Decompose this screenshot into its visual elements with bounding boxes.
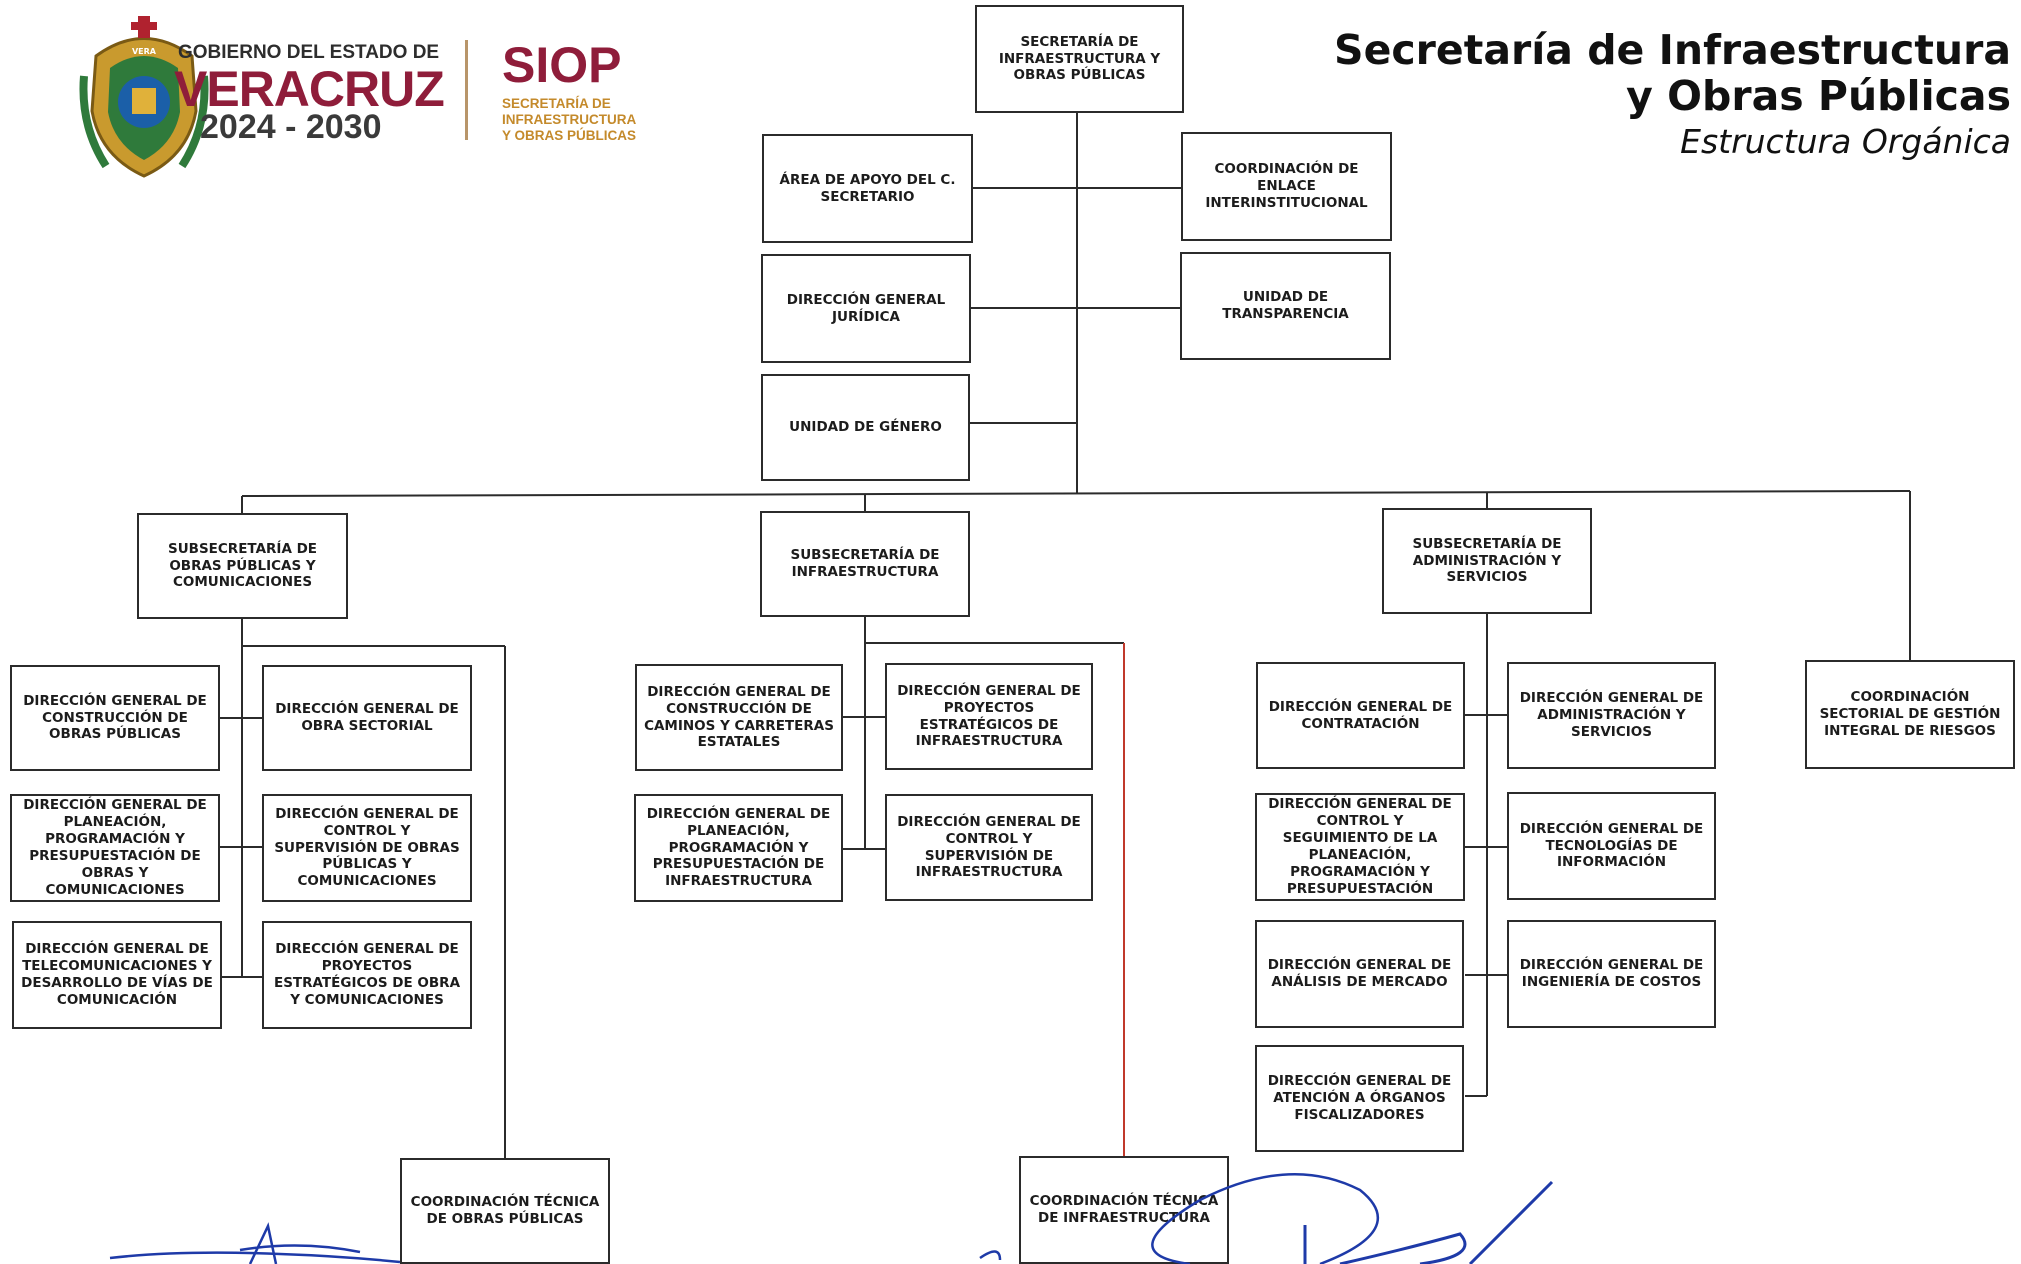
crest-text: VERA	[132, 47, 157, 56]
node-obras-planeacion: Dirección General de Planeación, Program…	[10, 794, 220, 902]
state-name: VERACRUZ	[174, 61, 445, 117]
node-obras-construccion: Dirección General de Construcción de Obr…	[10, 665, 220, 771]
page-title-line2: y Obras Públicas	[1626, 72, 2011, 120]
node-coordinacion-enlace: Coordinación de Enlace Interinstituciona…	[1181, 132, 1392, 241]
node-subsecretaria-obras: Subsecretaría de Obras Públicas y Comuni…	[137, 513, 348, 619]
node-obras-proyectos: Dirección General de Proyectos Estratégi…	[262, 921, 472, 1029]
administration-period: 2024 - 2030	[200, 108, 382, 146]
node-subsecretaria-infraestructura: Subsecretaría de Infraestructura	[760, 511, 970, 617]
signature-right-icon	[979, 1172, 1554, 1264]
page-subtitle: Estructura Orgánica	[1680, 122, 2011, 161]
siop-logo: SIOP	[502, 37, 622, 93]
node-infra-control: Dirección General de Control y Supervisi…	[885, 794, 1093, 901]
siop-full-name: SECRETARÍA DE INFRAESTRUCTURA Y OBRAS PÚ…	[502, 96, 637, 144]
node-admin-fiscalizadores: Dirección General de Atención a Órganos …	[1255, 1045, 1464, 1152]
node-admin-tecnologias: Dirección General de Tecnologías de Info…	[1507, 792, 1716, 900]
node-coordinacion-riesgos: Coordinación Sectorial de Gestión Integr…	[1805, 660, 2015, 769]
node-obras-control: Dirección General de Control y Supervisi…	[262, 794, 472, 902]
government-label: GOBIERNO DEL ESTADO DE	[178, 42, 440, 63]
node-obras-sectorial: Dirección General de Obra Sectorial	[262, 665, 472, 771]
node-admin-mercado: Dirección General de Análisis de Mercado	[1255, 920, 1464, 1028]
node-obras-telecomunicaciones: Dirección General de Telecomunicaciones …	[12, 921, 222, 1029]
node-infra-caminos: Dirección General de Construcción de Cam…	[635, 664, 843, 771]
veracruz-crest-icon: VERA	[79, 16, 209, 178]
node-unidad-genero: Unidad de Género	[761, 374, 970, 481]
node-coordinacion-obras: Coordinación Técnica de Obras Públicas	[400, 1158, 610, 1264]
node-admin-control: Dirección General de Control y Seguimien…	[1255, 793, 1465, 901]
signature-left-icon	[109, 1222, 400, 1264]
node-unidad-transparencia: Unidad de Transparencia	[1180, 252, 1391, 360]
logo-divider	[465, 40, 468, 140]
page-title-line1: Secretaría de Infraestructura	[1334, 26, 2011, 74]
node-secretaria: Secretaría de Infraestructura y Obras Pú…	[975, 5, 1184, 113]
node-subsecretaria-administracion: Subsecretaría de Administración y Servic…	[1382, 508, 1592, 614]
node-infra-proyectos: Dirección General de Proyectos Estratégi…	[885, 663, 1093, 770]
node-infra-planeacion: Dirección General de Planeación, Program…	[634, 794, 843, 902]
node-direccion-juridica: Dirección General Jurídica	[761, 254, 971, 363]
node-admin-servicios: Dirección General de Administración y Se…	[1507, 662, 1716, 769]
node-admin-contratacion: Dirección General de Contratación	[1256, 662, 1465, 769]
node-area-apoyo: Área de Apoyo del C. Secretario	[762, 134, 973, 243]
node-admin-costos: Dirección General de Ingeniería de Costo…	[1507, 920, 1716, 1028]
